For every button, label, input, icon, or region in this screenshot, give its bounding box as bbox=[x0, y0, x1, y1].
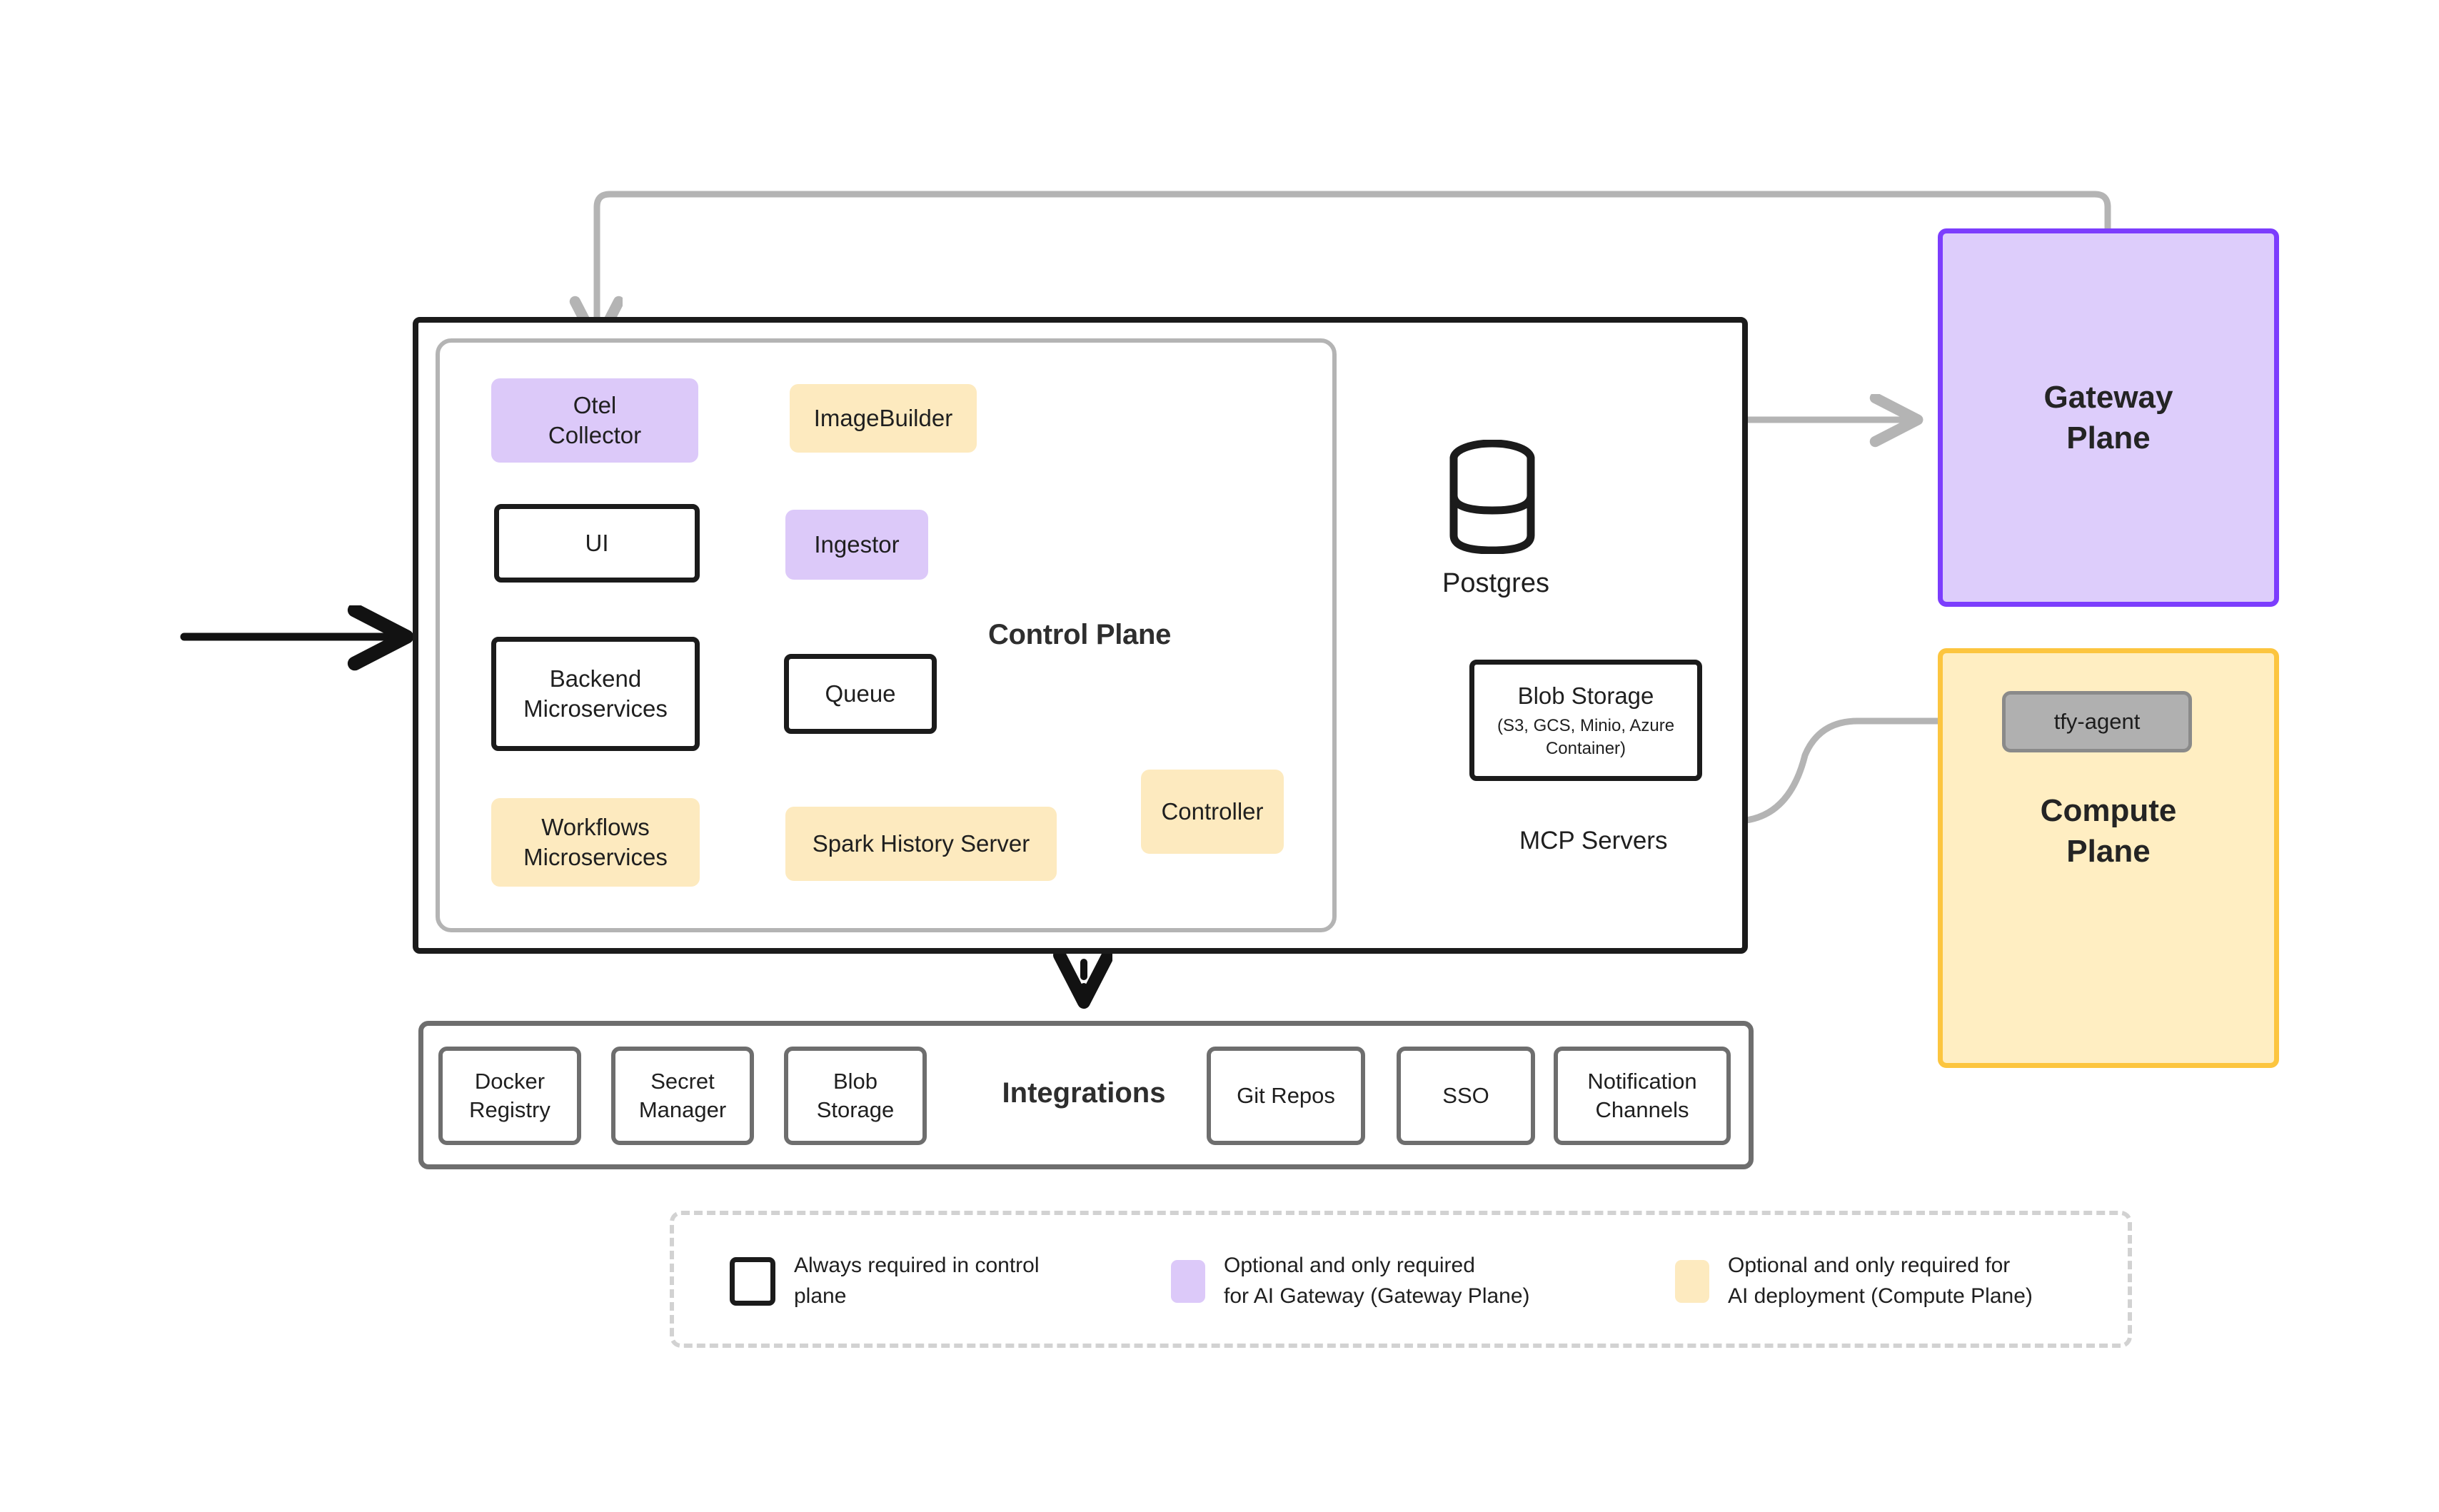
legend-swatch-black-outline bbox=[730, 1256, 775, 1306]
legend-swatch-purple bbox=[1171, 1259, 1205, 1303]
node-ingestor[interactable]: Ingestor bbox=[785, 510, 928, 580]
mcp-servers-label: MCP Servers bbox=[1519, 827, 1668, 855]
node-controller[interactable]: Controller bbox=[1141, 770, 1284, 854]
integration-chip-docker-registry[interactable]: Docker Registry bbox=[438, 1047, 581, 1145]
node-image-builder-label: ImageBuilder bbox=[813, 404, 953, 431]
legend-item-gateway-optional: Optional and only required for AI Gatewa… bbox=[1171, 1251, 1628, 1311]
node-blob-storage[interactable]: Blob Storage (S3, GCS, Minio, Azure Cont… bbox=[1469, 660, 1702, 781]
legend-panel bbox=[670, 1211, 2132, 1348]
node-queue[interactable]: Queue bbox=[784, 654, 937, 734]
integrations-title: Integrations bbox=[1002, 1077, 1166, 1109]
integration-chip-secret-manager[interactable]: Secret Manager bbox=[611, 1047, 754, 1145]
integration-chip-docker-registry-label: Docker Registry bbox=[469, 1068, 550, 1122]
postgres-label: Postgres bbox=[1442, 568, 1549, 598]
postgres-icon bbox=[1449, 440, 1535, 554]
node-spark-history-server-label: Spark History Server bbox=[812, 830, 1030, 857]
node-blob-storage-subtitle: (S3, GCS, Minio, Azure Container) bbox=[1497, 716, 1675, 758]
gateway-plane-title: Gateway Plane bbox=[2043, 379, 2173, 455]
integration-chip-git-repos-label: Git Repos bbox=[1237, 1082, 1335, 1108]
node-workflows-microservices[interactable]: Workflows Microservices bbox=[491, 798, 700, 887]
integration-chip-git-repos[interactable]: Git Repos bbox=[1207, 1047, 1365, 1145]
legend-item-compute-optional: Optional and only required for AI deploy… bbox=[1675, 1251, 2132, 1311]
node-otel-collector[interactable]: Otel Collector bbox=[491, 378, 698, 463]
gateway-plane-panel[interactable]: Gateway Plane bbox=[1938, 228, 2279, 607]
node-backend-microservices[interactable]: Backend Microservices bbox=[491, 637, 700, 751]
node-ui-label: UI bbox=[585, 529, 609, 556]
node-ui[interactable]: UI bbox=[494, 504, 700, 583]
node-ingestor-label: Ingestor bbox=[814, 530, 900, 558]
node-tfy-agent[interactable]: tfy-agent bbox=[2002, 691, 2192, 752]
integration-chip-sso[interactable]: SSO bbox=[1397, 1047, 1535, 1145]
integration-chip-notification-channels-label: Notification Channels bbox=[1587, 1068, 1697, 1122]
legend-label-always-required: Always required in control plane bbox=[794, 1254, 1040, 1308]
legend-label-compute-optional: Optional and only required for AI deploy… bbox=[1728, 1254, 2033, 1308]
control-plane-inner-frame bbox=[436, 338, 1337, 932]
node-queue-label: Queue bbox=[825, 680, 896, 707]
integration-chip-secret-manager-label: Secret Manager bbox=[638, 1068, 727, 1122]
legend-swatch-yellow bbox=[1675, 1259, 1709, 1303]
node-tfy-agent-label: tfy-agent bbox=[2053, 709, 2141, 735]
node-backend-microservices-label: Backend Microservices bbox=[523, 665, 668, 722]
node-otel-collector-label: Otel Collector bbox=[548, 391, 642, 448]
legend-label-gateway-optional: Optional and only required for AI Gatewa… bbox=[1224, 1254, 1530, 1308]
node-blob-storage-title: Blob Storage bbox=[1517, 682, 1654, 710]
compute-plane-panel[interactable]: Compute Plane bbox=[1938, 648, 2279, 1068]
node-workflows-microservices-label: Workflows Microservices bbox=[523, 813, 668, 870]
node-controller-label: Controller bbox=[1161, 797, 1264, 825]
node-image-builder[interactable]: ImageBuilder bbox=[790, 384, 977, 453]
control-plane-title: Control Plane bbox=[987, 619, 1172, 651]
integration-chip-blob-storage[interactable]: Blob Storage bbox=[784, 1047, 927, 1145]
integration-chip-notification-channels[interactable]: Notification Channels bbox=[1554, 1047, 1731, 1145]
node-spark-history-server[interactable]: Spark History Server bbox=[785, 807, 1057, 881]
compute-plane-title: Compute Plane bbox=[2040, 793, 2177, 870]
integration-chip-blob-storage-label: Blob Storage bbox=[816, 1068, 895, 1122]
integration-chip-sso-label: SSO bbox=[1442, 1082, 1489, 1108]
legend-item-always-required: Always required in control plane bbox=[730, 1251, 1130, 1311]
